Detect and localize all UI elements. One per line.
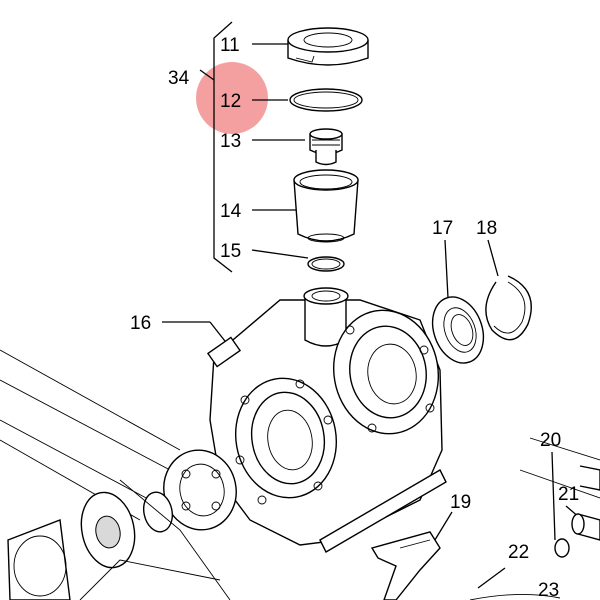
label-17: 17 [432, 218, 453, 239]
label-22: 22 [508, 542, 529, 563]
label-34: 34 [168, 68, 190, 89]
part-19-bracket [370, 531, 441, 600]
part-17-seal [431, 296, 485, 364]
shaft-and-bearings [0, 349, 237, 600]
assembly-bracket [199, 21, 233, 273]
part-15-o-ring [307, 256, 345, 272]
label-23: 23 [538, 580, 559, 600]
label-20: 20 [540, 430, 561, 451]
label-16: 16 [130, 313, 151, 334]
label-21: 21 [558, 484, 579, 505]
part-11-cap [287, 27, 369, 66]
part-12-o-ring [289, 88, 363, 112]
part-21-pin [519, 437, 600, 541]
label-11: 11 [220, 35, 240, 56]
part-23-edge [469, 594, 561, 600]
label-15: 15 [220, 241, 241, 262]
part-14-cup [293, 169, 359, 243]
label-18: 18 [476, 218, 497, 239]
label-14: 14 [220, 201, 242, 222]
label-19: 19 [450, 492, 471, 513]
part-13-fitting [309, 128, 343, 166]
part-16-housing [206, 287, 447, 553]
label-12: 12 [220, 91, 241, 112]
label-13: 13 [220, 131, 241, 152]
part-20-ring [554, 538, 570, 558]
part-18-circlip [485, 275, 532, 341]
